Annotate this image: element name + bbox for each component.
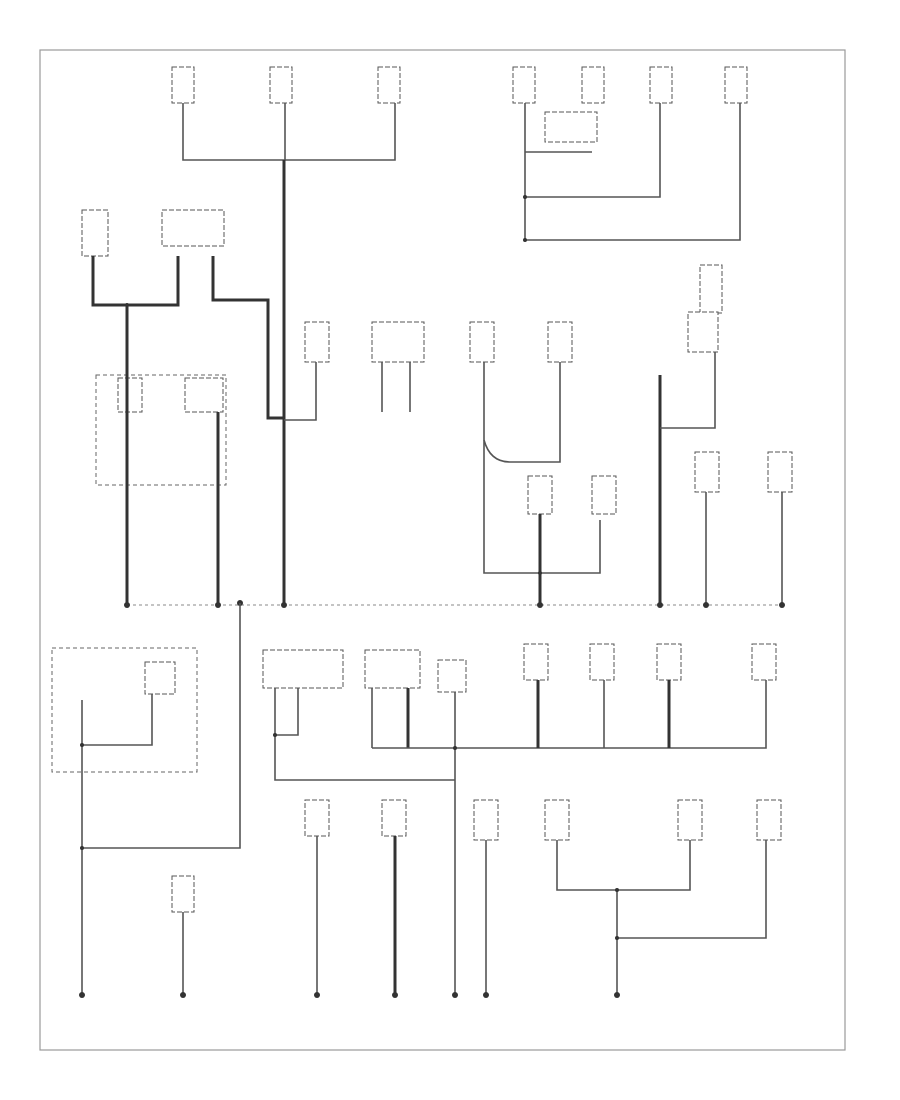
component-box [591, 475, 617, 515]
wire [182, 103, 396, 161]
lower-middle-cluster [262, 643, 777, 995]
component-box [269, 66, 293, 104]
component-box [117, 377, 143, 413]
component-box [699, 264, 723, 314]
ground-terminal [452, 992, 458, 998]
component-box [184, 377, 224, 413]
component-box [656, 643, 682, 681]
bus-node [703, 602, 709, 608]
ground-terminal [614, 992, 620, 998]
wire [275, 688, 299, 736]
component-box [547, 321, 573, 363]
ground-terminal [483, 992, 489, 998]
wire [483, 362, 561, 463]
bus-node [537, 602, 543, 608]
right-middle-cluster [658, 264, 793, 605]
component-box [364, 649, 421, 689]
splice-node [80, 846, 84, 850]
splice-node [80, 743, 84, 747]
bus-node [215, 602, 221, 608]
lower-left-cluster [51, 603, 241, 995]
top-left-cluster [171, 66, 401, 161]
component-box [687, 311, 719, 353]
bus-node [281, 602, 287, 608]
splice-node [453, 746, 457, 750]
bus-node [779, 602, 785, 608]
left-middle-cluster [81, 209, 284, 605]
wire [284, 362, 317, 421]
component-box [649, 66, 673, 104]
component-box [581, 66, 605, 104]
component-box [756, 799, 782, 841]
wire [91, 256, 180, 307]
wire [82, 694, 153, 746]
ground-terminal [79, 992, 85, 998]
wire [524, 103, 741, 241]
component-box [304, 321, 330, 363]
module-outline [95, 374, 227, 486]
component-box [473, 799, 499, 841]
splice-node [523, 195, 527, 199]
component-box [262, 649, 344, 689]
component-box [544, 799, 570, 841]
component-box [589, 643, 615, 681]
component-box [437, 659, 467, 693]
wire [372, 680, 767, 749]
ground-terminal [392, 992, 398, 998]
component-box [304, 799, 330, 837]
splice-node [538, 571, 542, 575]
component-box [527, 475, 553, 515]
component-box [751, 643, 777, 681]
bus-node [657, 602, 663, 608]
component-box [767, 451, 793, 493]
splice-node [273, 733, 277, 737]
wire [556, 840, 691, 891]
wire [617, 840, 767, 939]
diagram-frame [39, 49, 846, 1051]
bottom-cluster [304, 799, 782, 995]
component-box [677, 799, 703, 841]
component-box [381, 799, 407, 837]
top-right-cluster [512, 66, 748, 242]
component-box [523, 643, 549, 681]
component-box [171, 875, 195, 913]
component-box [161, 209, 225, 247]
component-box [144, 661, 176, 695]
component-box [81, 209, 109, 257]
splice-node [615, 888, 619, 892]
splice-node [125, 303, 129, 307]
wire [660, 352, 716, 429]
component-box [377, 66, 401, 104]
component-box [512, 66, 536, 104]
splice-node [615, 936, 619, 940]
middle-cluster [284, 321, 617, 605]
component-box [171, 66, 195, 104]
wire [525, 103, 661, 198]
module-outline [51, 647, 198, 773]
component-box [371, 321, 425, 363]
wire [82, 603, 241, 849]
component-box [694, 451, 720, 493]
bus-node [124, 602, 130, 608]
splice-node [523, 238, 527, 242]
wire [211, 256, 284, 420]
ground-terminal [180, 992, 186, 998]
component-box [544, 111, 598, 143]
wire [274, 688, 455, 781]
ground-terminal [314, 992, 320, 998]
component-box [469, 321, 495, 363]
component-box [724, 66, 748, 104]
